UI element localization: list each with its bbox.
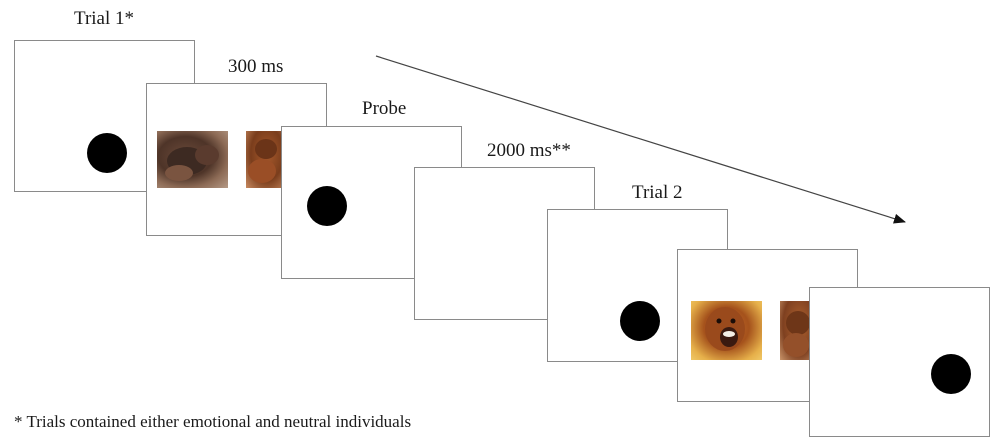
emotional-orangutan-photo [691,301,762,360]
probe-dot [307,186,347,226]
trial2-probe-frame [809,287,990,437]
trial1-label: Trial 1* [74,8,135,29]
fixation-dot [87,133,127,173]
footnote: * Trials contained either emotional and … [14,412,412,431]
partner-orangutan-photo [246,131,281,188]
probe-label: Probe [362,98,407,119]
trial2-stimulus-frame [677,249,858,402]
trial2-label: Trial 2 [632,182,683,203]
neutral-orangutan-photo-trial2 [780,301,812,360]
fixation-dot-trial2 [620,301,660,341]
probe-dot-trial2 [931,354,971,394]
neutral-orangutan-photo [157,131,228,188]
stimulus-duration-label: 300 ms [228,56,284,77]
iti-duration-label: 2000 ms** [487,140,571,161]
